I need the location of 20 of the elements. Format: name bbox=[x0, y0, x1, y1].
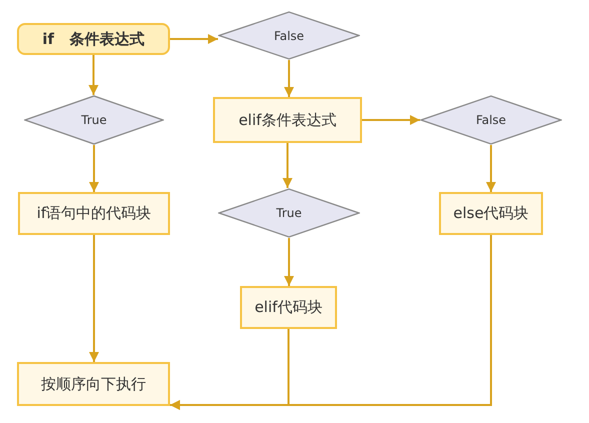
process-box: if语句中的代码块 bbox=[18, 192, 170, 235]
arrow bbox=[170, 34, 218, 44]
arrow bbox=[284, 60, 294, 97]
process-box: elif代码块 bbox=[240, 286, 337, 329]
arrow bbox=[486, 145, 496, 192]
arrow bbox=[170, 235, 492, 410]
decision-diamond: False bbox=[420, 95, 562, 145]
decision-diamond: True bbox=[218, 188, 360, 238]
arrow bbox=[89, 235, 99, 362]
arrow bbox=[89, 145, 99, 192]
arrow bbox=[282, 143, 292, 188]
start-box: if 条件表达式 bbox=[17, 23, 170, 55]
process-box: else代码块 bbox=[439, 192, 543, 235]
arrow bbox=[284, 238, 294, 286]
process-box: elif条件表达式 bbox=[213, 97, 362, 143]
process-box: 按顺序向下执行 bbox=[17, 362, 170, 406]
decision-diamond: True bbox=[24, 95, 164, 145]
decision-diamond: False bbox=[218, 11, 360, 60]
arrow bbox=[88, 55, 98, 95]
arrow bbox=[362, 115, 420, 125]
